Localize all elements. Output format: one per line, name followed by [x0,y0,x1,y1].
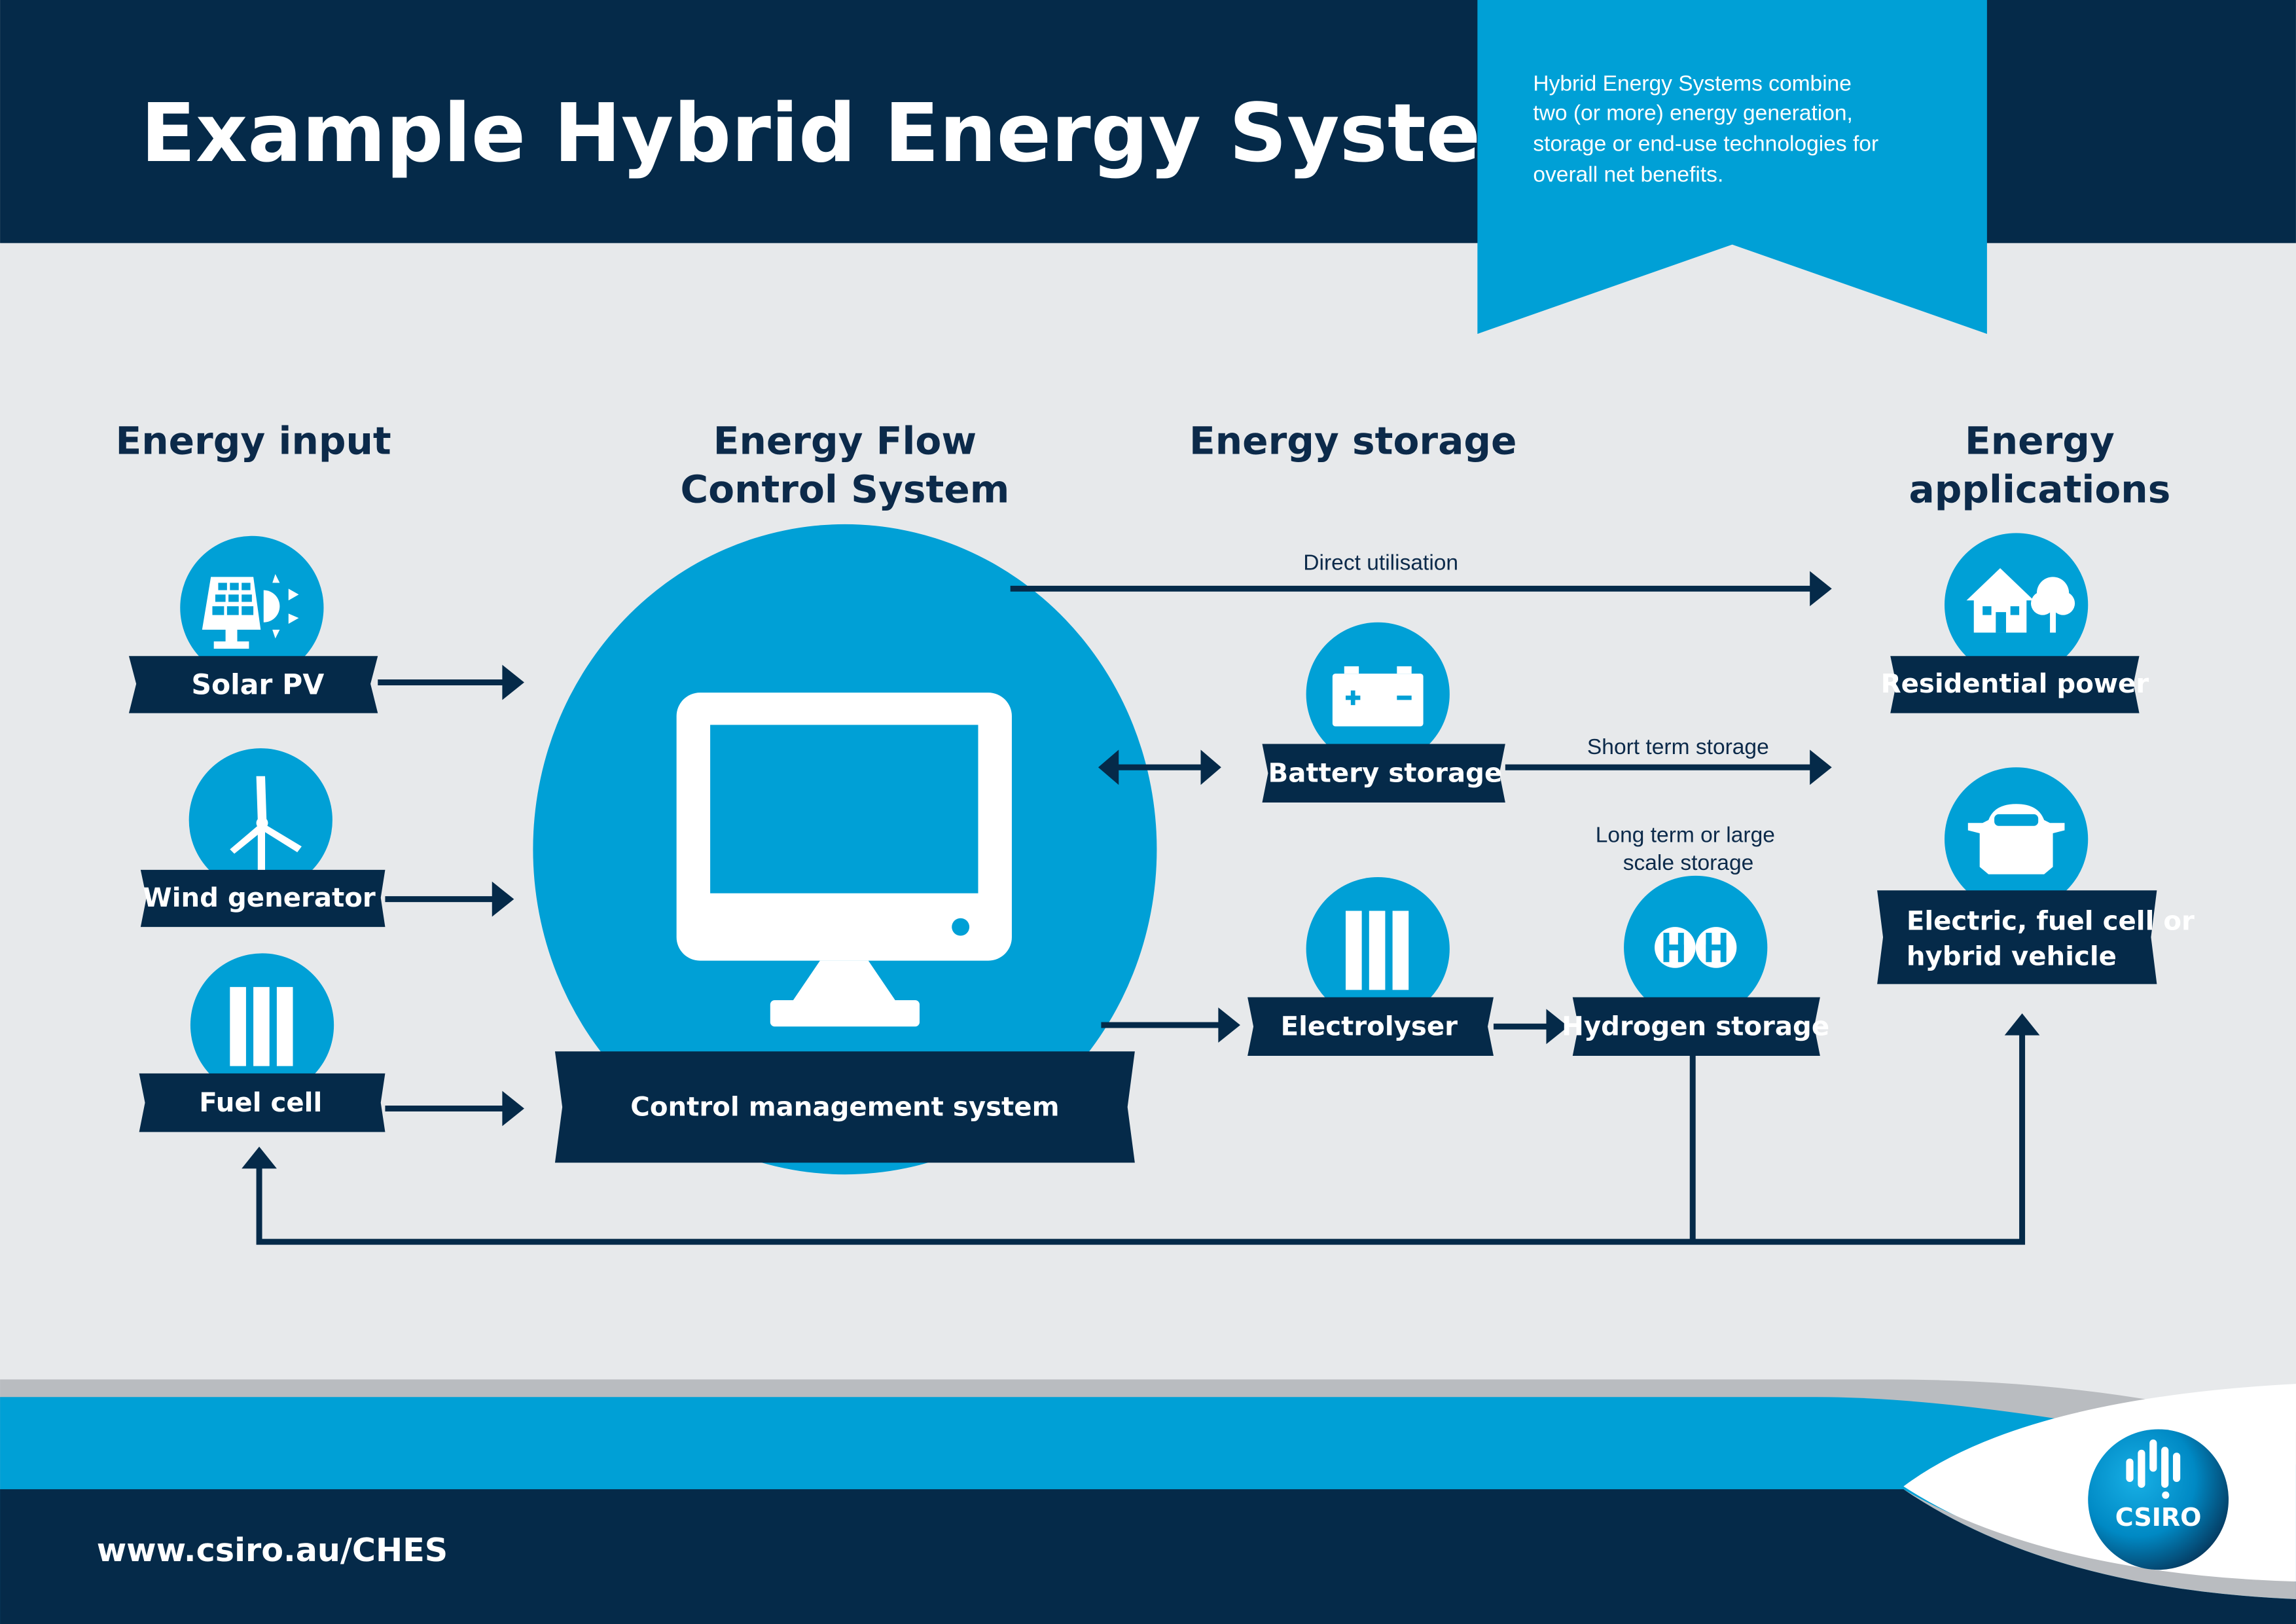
arrow-wind-to-control [385,881,514,917]
node-wind-generator: Wind generator [140,748,386,928]
csiro-logo-text: CSIRO [2115,1503,2202,1532]
csiro-logo: CSIRO [2088,1429,2229,1570]
long-term-storage-label: Long term or large scale storage [1596,823,1781,875]
arrow-direct-utilisation [1010,571,1832,607]
hydrogen-storage-label: Hydrogen storage [1562,1012,1829,1042]
electrolyser-icon [1346,911,1409,990]
solar-pv-label: Solar PV [191,669,324,701]
node-vehicle: Electric, fuel cell or hybrid vehicle [1877,767,2204,984]
heading-control-line1: Energy Flow [713,419,977,463]
control-label-ribbon [554,1051,1135,1163]
house-tree-icon [1966,568,2075,633]
arrow-to-vehicle [2004,1013,2040,1036]
fuel-cell-label: Fuel cell [199,1088,322,1118]
direct-utilisation-label: Direct utilisation [1303,550,1458,575]
fuel-cell-icon [230,986,293,1066]
heading-apps-line2: applications [1909,467,2171,511]
heading-energy-storage: Energy storage [1189,419,1516,463]
wind-generator-label: Wind generator [143,883,376,913]
wind-generator-label-ribbon [140,869,386,928]
arrow-control-battery-bidirectional [1098,749,1221,785]
heading-energy-input: Energy input [115,419,391,463]
fuel-cell-label-ribbon [139,1073,386,1132]
arrow-fuelcell-to-control [385,1091,524,1127]
vehicle-label: Electric, fuel cell or hybrid vehicle [1907,907,2204,972]
car-icon [1967,804,2065,875]
arrow-solar-to-control [378,664,524,700]
intro-banner [1477,0,1987,334]
hydrogen-molecule-icon [1655,927,1737,968]
heading-apps-line1: Energy [1965,419,2115,463]
hydrogen-label-ribbon [1572,997,1820,1056]
node-fuel-cell: Fuel cell [139,953,386,1132]
computer-monitor-icon [676,693,1012,1027]
arrow-control-to-electrolyser [1101,1007,1240,1043]
node-residential-power: Residential power [1881,533,2149,713]
footer-navy-band [0,1489,2296,1624]
solar-pv-label-ribbon [128,656,378,713]
residential-power-label: Residential power [1881,669,2149,699]
return-flow-lines [256,1034,2026,1245]
node-battery-storage: Battery storage [1262,622,1505,803]
heading-control-line2: Control System [680,467,1009,511]
footer-grey-line [1903,1489,2296,1599]
vehicle-label-ribbon [1877,890,2157,984]
residential-label-ribbon [1890,656,2140,713]
electrolyser-label: Electrolyser [1281,1012,1458,1042]
node-control-system: Control management system [533,524,1157,1175]
short-term-storage-label: Short term storage [1587,735,1769,759]
csiro-logo-mark-icon [2126,1439,2181,1499]
arrow-electrolyser-to-hydrogen [1493,1009,1569,1045]
page-title: Example Hybrid Energy System [141,87,1564,181]
electrolyser-label-ribbon [1247,997,1494,1056]
node-hydrogen-storage: Hydrogen storage [1562,875,1829,1056]
battery-icon [1332,666,1424,727]
intro-text: Hybrid Energy Systems combine two (or mo… [1533,72,1884,187]
solar-panel-icon [202,573,299,649]
arrow-short-term-storage [1505,749,1832,785]
battery-label-ribbon [1262,744,1505,803]
battery-storage-label: Battery storage [1268,759,1503,789]
arrow-to-fuel-cell [242,1146,277,1169]
wind-turbine-icon [230,776,302,878]
footer-url-link[interactable]: www.csiro.au/CHES [97,1531,448,1569]
node-electrolyser: Electrolyser [1247,877,1494,1056]
node-solar-pv: Solar PV [128,535,378,713]
control-management-label: Control management system [630,1092,1059,1123]
